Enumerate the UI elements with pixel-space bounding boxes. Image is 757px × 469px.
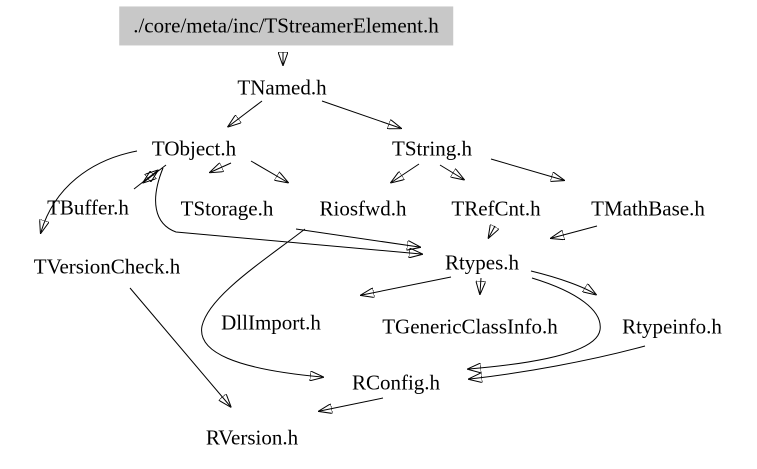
node-riosfwd[interactable]: Riosfwd.h	[319, 196, 407, 221]
edge-tobject-riosfwd	[250, 160, 287, 182]
node-tstorage[interactable]: TStorage.h	[180, 196, 274, 221]
node-trefcnt[interactable]: TRefCnt.h	[451, 196, 541, 221]
edge-rtypes-tgenericclassinfo	[480, 277, 481, 293]
edge-rtypes-rtypeinfo	[530, 270, 595, 294]
edge-riosfwd-rconfig	[201, 228, 322, 377]
edge-tnamed-tstring	[321, 100, 400, 128]
node-tmathbase[interactable]: TMathBase.h	[591, 196, 705, 221]
node-rtypes[interactable]: Rtypes.h	[444, 250, 520, 275]
edge-tobject-tstorage	[211, 163, 232, 172]
edge-tobject-tversioncheck	[41, 150, 138, 232]
edge-tstring-riosfwd	[392, 163, 420, 182]
node-rtypeinfo[interactable]: Rtypeinfo.h	[622, 314, 722, 339]
node-tnamed[interactable]: TNamed.h	[237, 75, 327, 100]
edge-tobject-tbuffer	[144, 164, 167, 182]
edge-trefcnt-rtypes	[489, 226, 495, 237]
node-rconfig[interactable]: RConfig.h	[351, 370, 441, 395]
node-tgenericclassinfo[interactable]: TGenericClassInfo.h	[382, 314, 558, 339]
edge-rtypeinfo-rconfig	[470, 345, 646, 379]
node-tstreamerelement: ./core/meta/inc/TStreamerElement.h	[119, 6, 453, 46]
node-tobject[interactable]: TObject.h	[151, 136, 237, 161]
edge-tstring-tmathbase	[490, 158, 563, 180]
edge-tstring-trefcnt	[439, 164, 463, 179]
edge-tbuffer-tobject	[133, 171, 157, 190]
edge-tobject-rtypes	[155, 167, 421, 254]
node-dllimport[interactable]: DllImport.h	[221, 310, 321, 335]
edge-tnamed-tobject	[229, 100, 263, 126]
node-tstring[interactable]: TString.h	[392, 136, 472, 161]
edge-rtypes-rconfig	[469, 277, 601, 369]
node-tversioncheck[interactable]: TVersionCheck.h	[33, 254, 181, 279]
edge-rconfig-rversion	[320, 397, 384, 411]
edge-tmathbase-rtypes	[552, 225, 598, 238]
edge-tversioncheck-rversion	[129, 287, 230, 406]
edge-tstorage-rtypes	[295, 228, 419, 247]
node-tbuffer[interactable]: TBuffer.h	[47, 195, 129, 220]
edge-rtypes-dllimport	[362, 276, 452, 295]
node-rversion[interactable]: RVersion.h	[205, 425, 299, 450]
